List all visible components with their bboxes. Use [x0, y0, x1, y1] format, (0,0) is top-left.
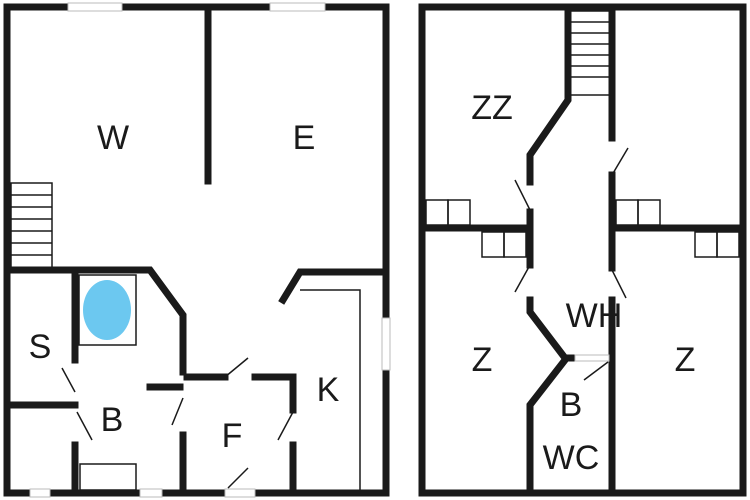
room-label-zz: ZZ — [471, 89, 513, 127]
kitchen-counter — [300, 289, 361, 490]
room-label-z-right: Z — [674, 341, 696, 379]
door-swing — [227, 467, 249, 489]
outer-wall-upper — [418, 3, 747, 497]
room-label-wh: WH — [565, 297, 623, 335]
wall — [251, 373, 297, 414]
door-swing — [76, 411, 93, 441]
wall — [278, 268, 387, 305]
door-swing — [583, 361, 609, 381]
room-label-s: S — [28, 328, 52, 366]
window — [381, 317, 391, 371]
room-label-e: E — [292, 119, 316, 157]
ground-floor-plan — [3, 2, 391, 498]
wall — [526, 6, 572, 186]
wall — [526, 296, 579, 362]
door-swing — [277, 411, 294, 441]
room-label-w: W — [96, 119, 130, 157]
room-label-b: B — [100, 401, 124, 439]
door-swing — [171, 397, 184, 426]
stairs-upper — [568, 10, 613, 96]
room-label-z-left: Z — [471, 341, 493, 379]
closets — [425, 199, 740, 258]
room-label-f: F — [221, 417, 243, 455]
door-swing — [514, 179, 531, 211]
window — [67, 2, 123, 12]
door-swing — [61, 367, 76, 393]
upper-floor-plan — [418, 3, 747, 497]
room-label-b-upper: B — [559, 386, 583, 424]
wall — [6, 266, 187, 376]
outer-wall-ground — [3, 3, 390, 497]
window — [139, 488, 163, 498]
doorway — [574, 354, 610, 362]
bathtub-frame — [78, 274, 137, 346]
window — [29, 488, 51, 498]
door-swing — [611, 147, 629, 176]
wall — [526, 355, 570, 494]
door-swing — [611, 269, 627, 299]
room-label-wc: WC — [542, 439, 600, 477]
window — [269, 2, 326, 12]
entrance-door — [224, 488, 256, 498]
room-label-k: K — [316, 371, 340, 409]
counter — [79, 463, 137, 491]
bathtub-icon — [83, 280, 131, 340]
door-swing — [224, 357, 249, 378]
stairs-ground — [10, 182, 53, 269]
door-swing — [514, 264, 531, 293]
